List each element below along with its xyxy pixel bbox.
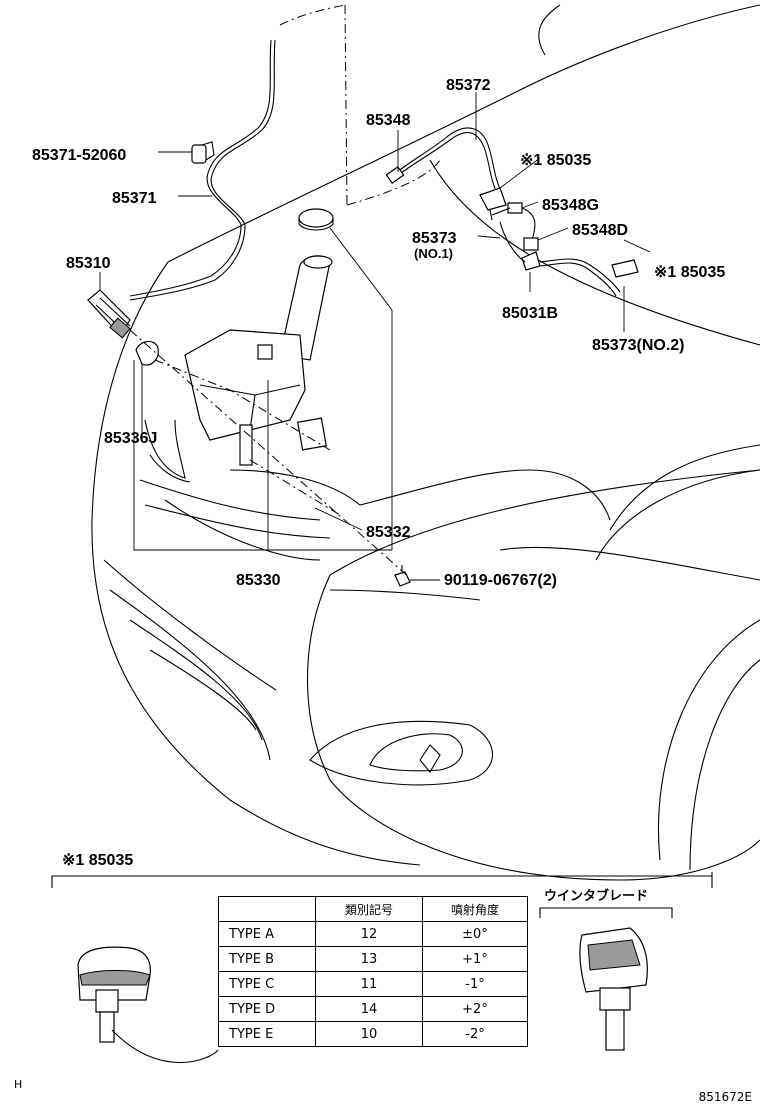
table-cell: -1° [422,971,528,997]
nozzle-type-table: 類別記号 噴射角度 TYPE A 12 ±0° TYPE B 13 +1° TY… [218,896,528,1047]
label-85348G: 85348G [542,197,599,214]
tank-cap [298,208,334,228]
washer-nozzle-right [611,259,639,278]
part-labels: 85371-52060 85371 85310 85348 85372 ※1 8… [32,77,725,589]
label-85371: 85371 [112,190,157,207]
winter-blade-nozzle-icon [579,927,648,1051]
nozzle-hose-assembly [385,127,639,297]
table-cell: TYPE B [218,946,316,972]
label-85348D: 85348D [572,222,628,239]
table-cell: TYPE E [218,1021,316,1047]
label-85310: 85310 [66,255,111,272]
label-85373-no2: 85373(NO.2) [592,337,685,354]
label-85348: 85348 [366,112,411,129]
label-85330: 85330 [236,572,281,589]
table-cell: +1° [422,946,528,972]
footer-left-mark: H [14,1078,23,1091]
table-cell: 13 [315,946,423,972]
table-cell: +2° [422,996,528,1022]
table-header-cell: 噴射角度 [422,896,528,922]
joint-85031B [521,251,541,271]
table-header-cell [218,896,316,922]
table-cell: TYPE C [218,971,316,997]
label-85031B: 85031B [502,305,558,322]
washer-tank-assembly [87,208,411,587]
table-cell: ±0° [422,921,528,947]
label-85336J: 85336J [104,430,157,447]
table-cell: 12 [315,921,423,947]
grommet-85336J [135,340,159,366]
hose-85371 [129,39,276,301]
label-85035-right: ※1 85035 [654,264,725,281]
detail-section: ※1 85035 ウインタブレード [51,852,713,1064]
table-header-row: 類別記号 噴射角度 [218,896,528,922]
clip-85371-52060 [191,144,207,164]
table-cell: TYPE D [218,996,316,1022]
table-cell: -2° [422,1021,528,1047]
joint-85348D [523,237,539,251]
figure-id: 851672E [698,1090,752,1104]
blade-caption: ウインタブレード [544,888,648,903]
table-cell: 14 [315,996,423,1022]
leader-lines [99,92,651,581]
table-cell: 10 [315,1021,423,1047]
nozzle-detail-icon [77,946,219,1064]
label-90119-06767: 90119-06767(2) [444,572,557,589]
joint-85348G [507,202,523,214]
table-row: TYPE B 13 +1° [218,946,528,972]
label-85372: 85372 [446,77,491,94]
washer-tank-body [184,329,306,441]
label-85373-no1: (NO.1) [414,246,453,261]
joint-85348 [385,166,405,184]
label-85332: 85332 [366,524,411,541]
bolt-90119-06767 [394,565,411,587]
table-row: TYPE A 12 ±0° [218,921,528,947]
washer-nozzle-left [479,187,507,211]
label-85371-52060: 85371-52060 [32,147,126,164]
vehicle-outline [91,4,760,890]
table-row: TYPE C 11 -1° [218,971,528,997]
table-row: TYPE E 10 -2° [218,1021,528,1047]
detail-title: ※1 85035 [62,852,133,869]
table-cell: TYPE A [218,921,316,947]
table-cell: 11 [315,971,423,997]
label-85373: 85373 [412,230,457,247]
table-row: TYPE D 14 +2° [218,996,528,1022]
table-header-cell: 類別記号 [315,896,423,922]
washer-pump-85310 [87,289,131,339]
label-85035-top: ※1 85035 [520,152,591,169]
